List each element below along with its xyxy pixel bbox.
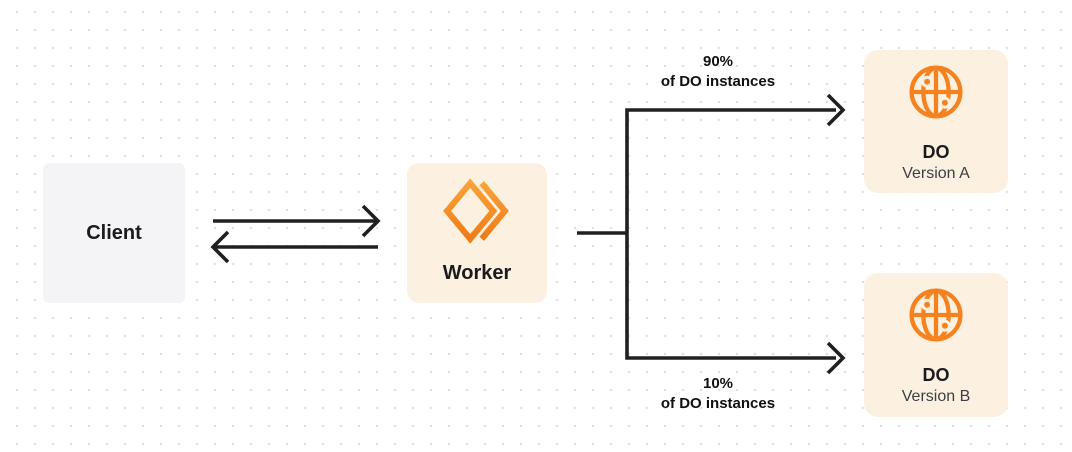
split-connector (577, 108, 836, 360)
workers-logo-icon (443, 178, 509, 244)
worker-label: Worker (442, 262, 512, 284)
do-version-a-node: DO Version A (864, 50, 1008, 193)
split-top-caption-label: of DO instances (660, 73, 776, 90)
globe-icon (909, 65, 963, 119)
arrow-client-to-worker-head (361, 204, 381, 238)
split-bottom-percent-label: 10% (702, 375, 734, 392)
split-top-percent-label: 90% (702, 53, 734, 70)
split-bottom-label: 10% of DO instances (618, 374, 818, 414)
worker-node: Worker (407, 163, 547, 303)
do-b-subtitle: Version B (901, 388, 971, 405)
arrow-to-do-version-b-head (826, 341, 846, 375)
do-a-title: DO (922, 142, 950, 162)
split-bottom-caption-label: of DO instances (660, 395, 776, 412)
do-b-title: DO (922, 365, 950, 385)
client-node: Client (43, 163, 185, 303)
globe-icon (909, 288, 963, 342)
split-top-label: 90% of DO instances (618, 52, 818, 92)
do-version-b-node: DO Version B (864, 273, 1008, 417)
arrow-to-do-version-a-head (826, 93, 846, 127)
arrow-worker-to-client-head (210, 230, 230, 264)
client-label: Client (86, 221, 142, 244)
do-a-subtitle: Version A (902, 165, 970, 182)
